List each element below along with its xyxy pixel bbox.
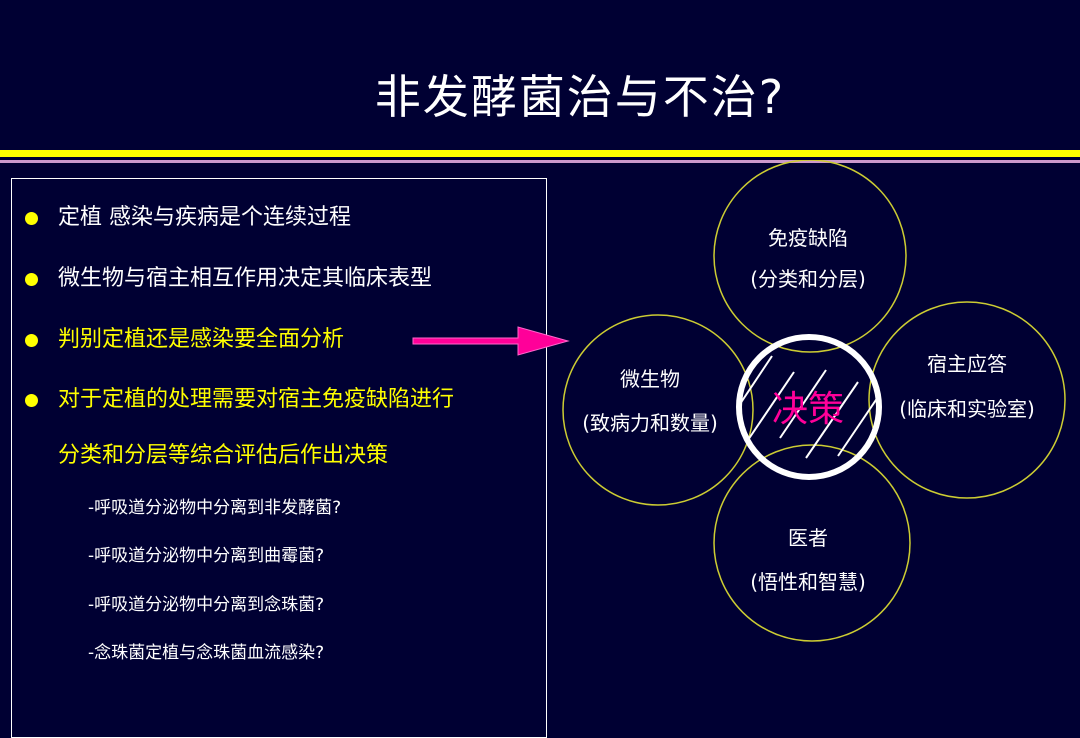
center-label: 决策	[772, 389, 844, 430]
node-top-title: 免疫缺陷	[768, 226, 848, 250]
node-top-subtitle: (分类和分层)	[750, 267, 866, 291]
node-right-subtitle: (临床和实验室)	[899, 397, 1035, 421]
bullet-continuation: 分类和分层等综合评估后作出决策	[58, 443, 389, 468]
bullet-text: 微生物与宿主相互作用决定其临床表型	[58, 266, 433, 291]
bullet-dot-icon	[25, 273, 38, 286]
sub-item: -念珠菌定植与念珠菌血流感染?	[88, 643, 325, 663]
bullet-item: 对于定植的处理需要对宿主免疫缺陷进行	[25, 383, 454, 417]
bullet-dot-icon	[25, 334, 38, 347]
node-circle-bottom	[713, 444, 911, 642]
bullet-text: 判别定植还是感染要全面分析	[58, 327, 345, 352]
bullet-text: 对于定植的处理需要对宿主免疫缺陷进行	[58, 387, 455, 412]
arrow-icon	[412, 326, 570, 356]
node-left-subtitle: (致病力和数量)	[582, 411, 718, 435]
bullet-dot-icon	[25, 394, 38, 407]
bullet-item: 判别定植还是感染要全面分析	[25, 323, 344, 357]
decision-diagram: 决策 免疫缺陷 (分类和分层) 微生物 (致病力和数量) 宿主应答 (临床和实验…	[412, 160, 1066, 642]
title-rule-purple	[0, 160, 1080, 163]
bullet-item: 定植 感染与疾病是个连续过程	[25, 201, 351, 235]
sub-item: -呼吸道分泌物中分离到念珠菌?	[88, 595, 325, 615]
bullet-text: 定植 感染与疾病是个连续过程	[58, 205, 351, 230]
node-left-title: 微生物	[620, 367, 680, 391]
decision-center-circle	[736, 334, 882, 480]
bullet-text-box: 定植 感染与疾病是个连续过程 微生物与宿主相互作用决定其临床表型 判别定植还是感…	[11, 178, 547, 738]
slide-title: 非发酵菌治与不治?	[374, 70, 786, 124]
bullet-dot-icon	[25, 212, 38, 225]
node-right-title: 宿主应答	[927, 352, 1007, 376]
node-bottom-title: 医者	[788, 526, 828, 550]
sub-item: -呼吸道分泌物中分离到非发酵菌?	[88, 498, 342, 518]
node-circle-right	[868, 301, 1066, 499]
sub-item: -呼吸道分泌物中分离到曲霉菌?	[88, 546, 325, 566]
node-circle-left	[562, 314, 754, 506]
node-circle-top	[713, 160, 907, 353]
node-bottom-subtitle: (悟性和智慧)	[750, 570, 866, 594]
title-rule-yellow	[0, 150, 1080, 157]
bullet-item: 微生物与宿主相互作用决定其临床表型	[25, 262, 432, 296]
